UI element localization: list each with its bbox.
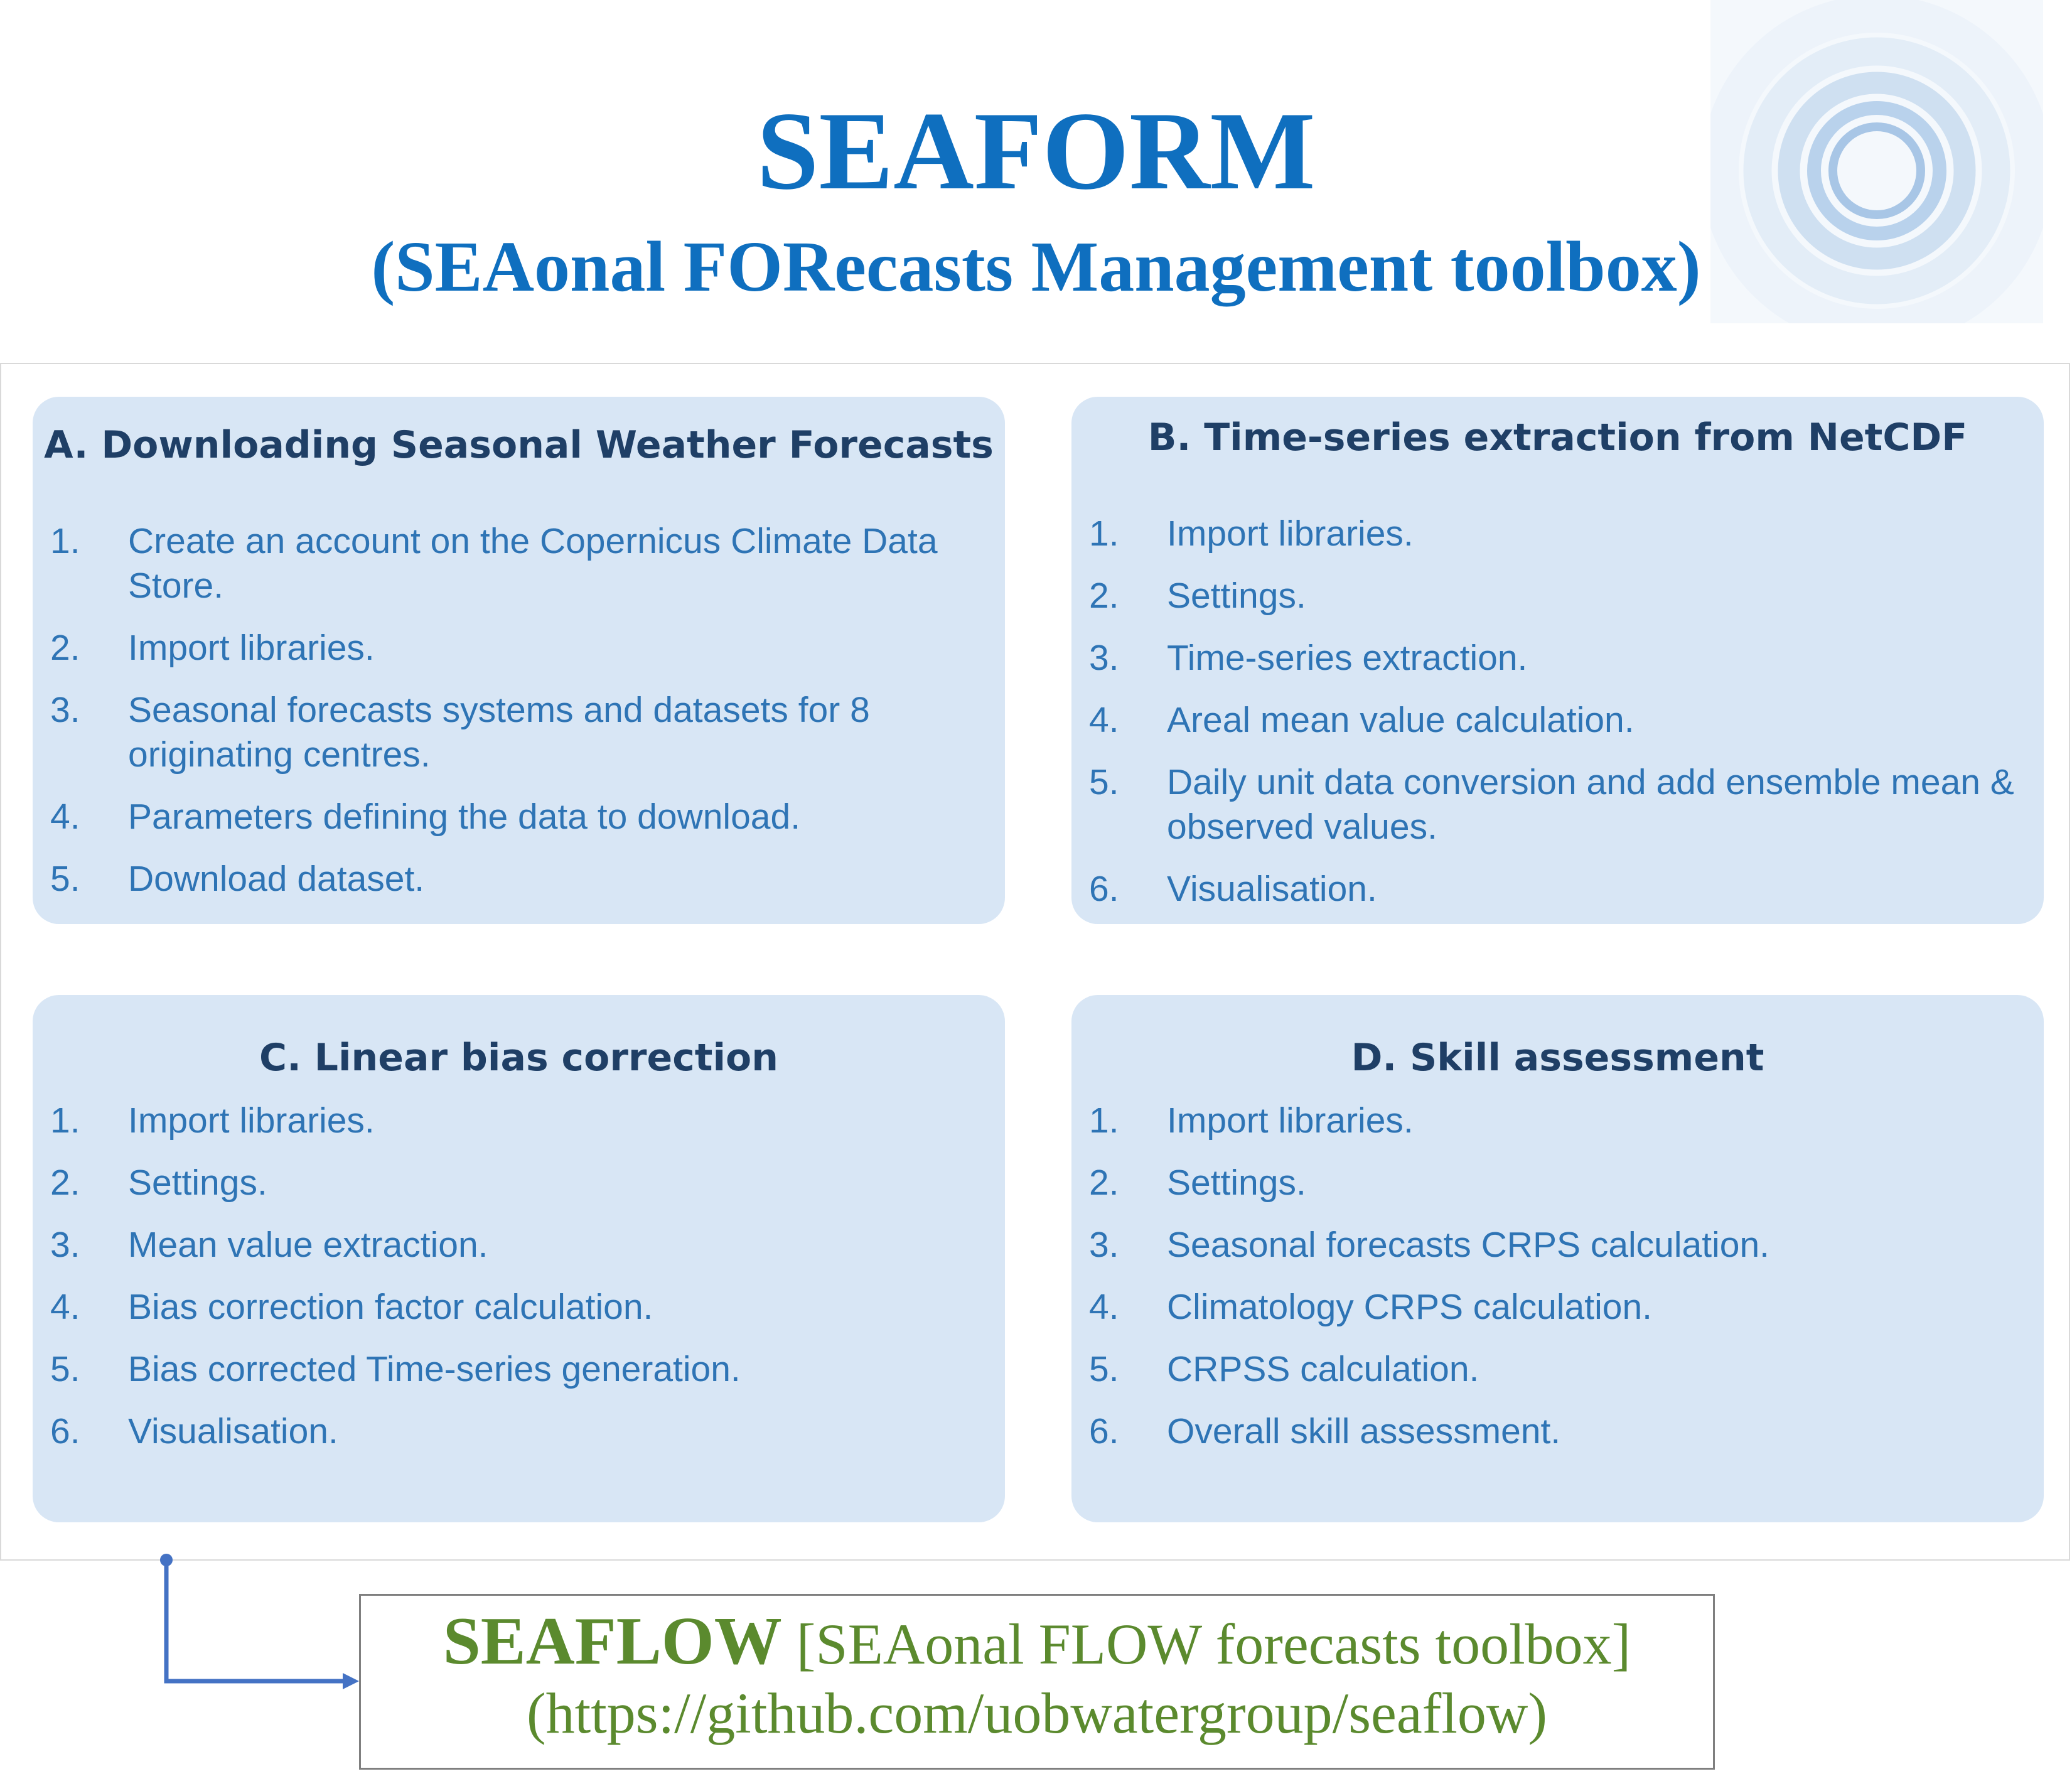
step-text: Import libraries.: [1167, 1100, 1414, 1141]
step-number: 3.: [50, 690, 80, 730]
step-text: Import libraries.: [128, 1100, 375, 1141]
step-number: 5.: [50, 859, 80, 899]
list-item: 4. Climatology CRPS calculation.: [1089, 1285, 2019, 1330]
step-text: Settings.: [128, 1163, 267, 1203]
list-item: 1. Create an account on the Copernicus Cl…: [50, 519, 980, 608]
list-item: 5. Download dataset.: [50, 857, 980, 901]
section-heading: A. Downloading Seasonal Weather Forecast…: [44, 423, 994, 467]
step-text: Seasonal forecasts CRPS calculation.: [1167, 1225, 1769, 1265]
step-list: 1. Import libraries. 2. Settings. 3. Mean v…: [50, 1099, 980, 1471]
concentric-rings-logo: [1710, 0, 2043, 323]
list-item: 3. Seasonal forecasts CRPS calculation.: [1089, 1223, 2019, 1267]
seaflow-title-line: SEAFLOW [SEAonal FLOW forecasts toolbox]: [361, 1607, 1713, 1679]
step-number: 4.: [1089, 1287, 1119, 1327]
step-number: 5.: [1089, 1349, 1119, 1389]
step-number: 2.: [1089, 576, 1119, 616]
list-item: 5. CRPSS calculation.: [1089, 1347, 2019, 1392]
list-item: 2. Settings.: [1089, 1161, 2019, 1205]
step-number: 2.: [50, 628, 80, 668]
list-item: 1. Import libraries.: [1089, 1099, 2019, 1143]
list-item: 3. Time-series extraction.: [1089, 636, 2019, 680]
section-heading: D. Skill assessment: [1351, 1036, 1764, 1080]
section-heading: B. Time-series extraction from NetCDF: [1147, 416, 1968, 460]
step-text: Parameters defining the data to download…: [128, 797, 801, 837]
step-number: 6.: [50, 1411, 80, 1451]
step-number: 1.: [50, 1100, 80, 1141]
step-number: 6.: [1089, 869, 1119, 909]
step-number: 1.: [1089, 1100, 1119, 1141]
step-number: 4.: [1089, 700, 1119, 740]
step-text: Overall skill assessment.: [1167, 1411, 1561, 1451]
step-text: Mean value extraction.: [128, 1225, 488, 1265]
step-text: Bias corrected Time-series generation.: [128, 1349, 741, 1389]
step-number: 1.: [1089, 514, 1119, 554]
section-b-box: B. Time-series extraction from NetCDF 1.…: [1071, 397, 2044, 924]
section-heading: C. Linear bias correction: [259, 1036, 778, 1080]
seaflow-box: SEAFLOW [SEAonal FLOW forecasts toolbox]…: [359, 1594, 1715, 1770]
step-text: Bias correction factor calculation.: [128, 1287, 653, 1327]
step-number: 3.: [1089, 1225, 1119, 1265]
step-text: Climatology CRPS calculation.: [1167, 1287, 1652, 1327]
page-title: SEAFORM: [756, 89, 1316, 213]
step-number: 1.: [50, 521, 80, 561]
step-number: 2.: [50, 1163, 80, 1203]
list-item: 3. Mean value extraction.: [50, 1223, 980, 1267]
list-item: 4. Parameters defining the data to downlo…: [50, 795, 980, 839]
step-text: Time-series extraction.: [1167, 638, 1528, 678]
step-number: 4.: [50, 1287, 80, 1327]
step-list: 1. Import libraries. 2. Settings. 3. Season…: [1089, 1099, 2019, 1471]
step-text: CRPSS calculation.: [1167, 1349, 1479, 1389]
seaflow-description: [SEAonal FLOW forecasts toolbox]: [796, 1612, 1631, 1676]
step-text: Download dataset.: [128, 859, 425, 899]
list-item: 2. Import libraries.: [50, 626, 980, 670]
step-number: 5.: [50, 1349, 80, 1389]
list-item: 5. Daily unit data conversion and add ens…: [1089, 760, 2019, 849]
step-text: Seasonal forecasts systems and datasets …: [128, 690, 870, 775]
section-a-box: A. Downloading Seasonal Weather Forecast…: [33, 397, 1005, 924]
step-text: Daily unit data conversion and add ensem…: [1167, 762, 2014, 847]
step-text: Areal mean value calculation.: [1167, 700, 1635, 740]
sections-frame: [0, 363, 2070, 1561]
step-number: 4.: [50, 797, 80, 837]
step-text: Settings.: [1167, 1163, 1306, 1203]
list-item: 1. Import libraries.: [1089, 512, 2019, 556]
step-text: Visualisation.: [128, 1411, 338, 1451]
list-item: 5. Bias corrected Time-series generation.: [50, 1347, 980, 1392]
step-text: Visualisation.: [1167, 869, 1377, 909]
step-list: 1. Create an account on the Copernicus Cl…: [50, 519, 980, 919]
list-item: 2. Settings.: [1089, 574, 2019, 618]
seaflow-name: SEAFLOW: [443, 1604, 782, 1679]
section-c-box: C. Linear bias correction 1. Import libra…: [33, 995, 1005, 1522]
step-number: 3.: [1089, 638, 1119, 678]
connector-arrow-icon: [160, 1554, 359, 1689]
section-d-box: D. Skill assessment 1. Import libraries. …: [1071, 995, 2044, 1522]
list-item: 6. Visualisation.: [50, 1409, 980, 1454]
list-item: 6. Visualisation.: [1089, 867, 2019, 912]
list-item: 6. Overall skill assessment.: [1089, 1409, 2019, 1454]
list-item: 4. Bias correction factor calculation.: [50, 1285, 980, 1330]
list-item: 2. Settings.: [50, 1161, 980, 1205]
step-number: 2.: [1089, 1163, 1119, 1203]
step-number: 6.: [1089, 1411, 1119, 1451]
step-text: Create an account on the Copernicus Clim…: [128, 521, 938, 606]
step-list: 1. Import libraries. 2. Settings. 3. Time-s…: [1089, 512, 2019, 929]
list-item: 3. Seasonal forecasts systems and dataset…: [50, 688, 980, 777]
step-number: 3.: [50, 1225, 80, 1265]
seaflow-link[interactable]: (https://github.com/uobwatergroup/seaflo…: [527, 1681, 1547, 1745]
step-text: Import libraries.: [1167, 514, 1414, 554]
step-number: 5.: [1089, 762, 1119, 802]
step-text: Import libraries.: [128, 628, 375, 668]
page-subtitle: (SEAonal FORecasts Management toolbox): [371, 227, 1701, 306]
step-text: Settings.: [1167, 576, 1306, 616]
list-item: 1. Import libraries.: [50, 1099, 980, 1143]
list-item: 4. Areal mean value calculation.: [1089, 698, 2019, 743]
